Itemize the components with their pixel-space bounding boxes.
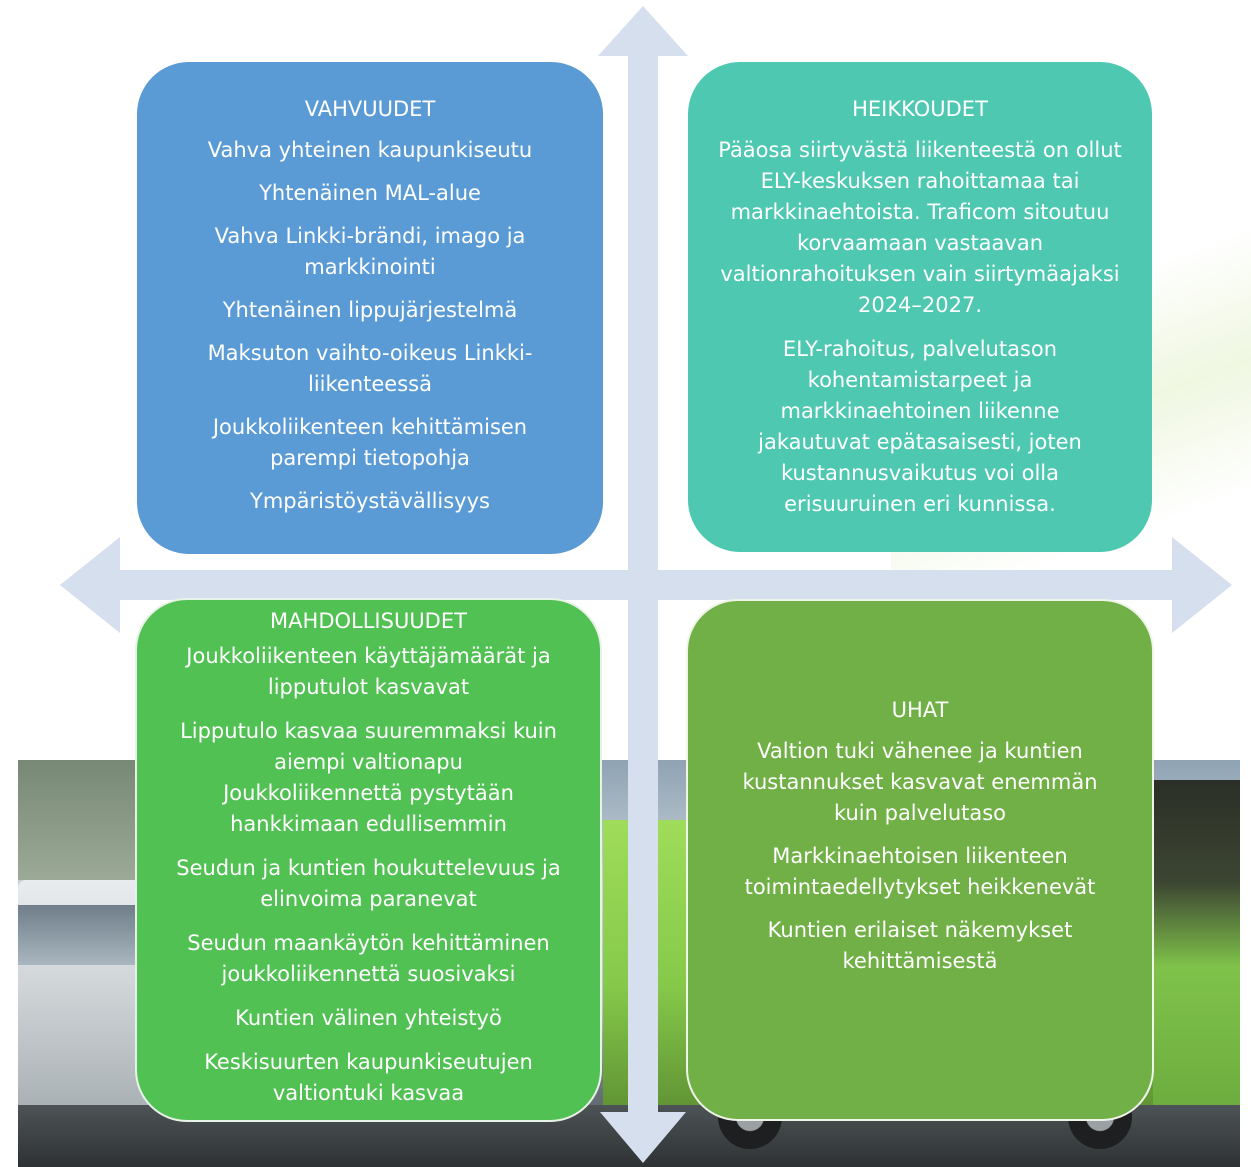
horizontal-axis [116,570,1186,600]
opportunities-item: Seudun ja kuntien houkuttelevuus ja elin… [176,856,561,911]
opportunities-item: Kuntien välinen yhteistyö [235,1006,502,1030]
strengths-item: Ympäristöystävällisyys [250,489,490,513]
arrow-down-head [600,1112,686,1163]
strengths-item: Joukkoliikenteen kehittämisen parempi ti… [212,415,528,470]
trees-image [18,760,158,880]
arrow-left-head [60,537,120,633]
arrow-up-head [598,6,688,56]
threats-item: Kuntien erilaiset näkemykset kehittämise… [767,918,1073,973]
threats-item: Markkinaehtoisen liikenteen toimintaedel… [744,844,1096,899]
strengths-quadrant: VAHVUUDET Vahva yhteinen kaupunkiseutu Y… [137,62,603,554]
threats-quadrant: UHAT Valtion tuki vähenee ja kuntien kus… [686,599,1154,1121]
weaknesses-item: ELY-rahoitus, palvelutason kohentamistar… [758,337,1082,516]
weaknesses-item: Pääosa siirtyvästä liikenteestä on ollut… [718,138,1122,317]
weaknesses-title: HEIKKOUDET [852,97,988,121]
opportunities-title: MAHDOLLISUUDET [270,609,467,633]
strengths-item: Yhtenäinen lippujärjestelmä [222,298,518,322]
strengths-item: Yhtenäinen MAL-alue [259,181,481,205]
weaknesses-quadrant: HEIKKOUDET Pääosa siirtyvästä liikentees… [688,62,1152,552]
opportunities-quadrant: MAHDOLLISUUDET Joukkoliikenteen käyttäjä… [135,598,602,1122]
strengths-title: VAHVUUDET [304,97,436,121]
strengths-item: Vahva yhteinen kaupunkiseutu [207,138,533,162]
opportunities-item: Seudun maankäytön kehittäminen joukkolii… [187,931,550,986]
strengths-item: Vahva Linkki-brändi, imago ja markkinoin… [214,224,526,279]
threats-item: Valtion tuki vähenee ja kuntien kustannu… [742,739,1098,825]
green-bus-front-image [1153,780,1240,1120]
opportunities-item: Joukkoliikenteen käyttäjämäärät ja lippu… [186,644,551,699]
strengths-item: Maksuton vaihto-oikeus Linkki-liikentees… [207,341,533,396]
arrow-right-head [1172,537,1232,633]
opportunities-item: Lipputulo kasvaa suuremmaksi kuin aiempi… [180,719,557,774]
opportunities-item: Keskisuurten kaupunkiseutujen valtiontuk… [204,1050,533,1105]
threats-title: UHAT [891,698,949,722]
opportunities-item: Joukkoliikennettä pystytään hankkimaan e… [223,781,514,836]
